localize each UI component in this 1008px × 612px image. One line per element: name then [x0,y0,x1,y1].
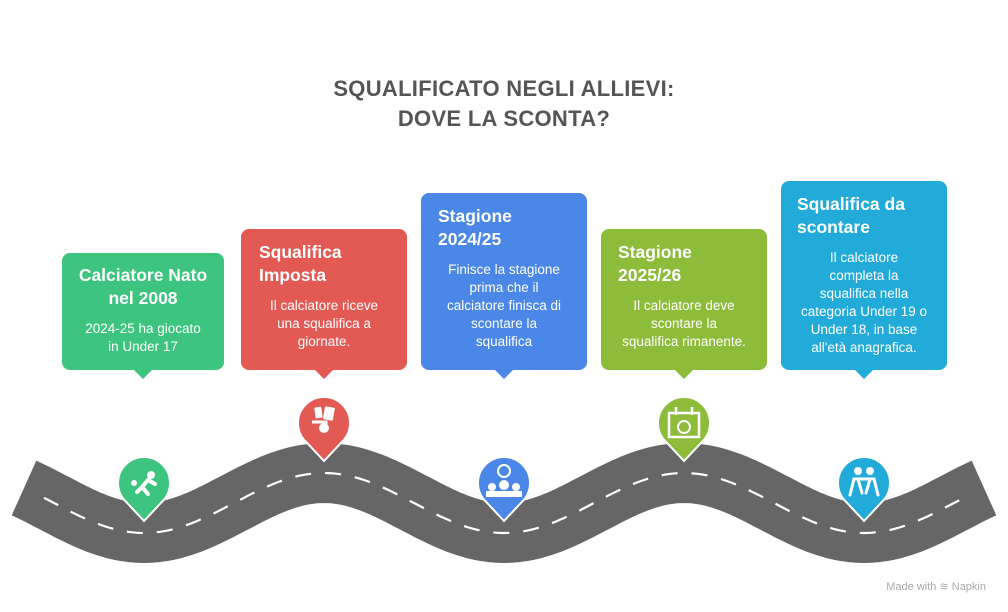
step-body: Il calciatore riceve una squalifica a gi… [241,297,407,351]
step-pin [477,456,531,523]
step-card-born-2008: Calciatore Nato nel 2008 2024-25 ha gioc… [62,253,224,379]
step-body-line: Under 18, in base [810,322,918,337]
step-body: Il calciatore completa la squalifica nel… [781,249,947,357]
step-body-line: completa la [829,268,899,283]
step-body-line: scontare la [650,316,718,331]
step-title-line: nel 2008 [108,288,178,308]
step-pin [837,456,891,523]
step-card-suspension: Squalifica Imposta Il calciatore riceve … [241,229,407,379]
napkin-watermark: Made with ≋ Napkin [886,580,986,593]
step-body-line: Il calciatore [829,250,899,265]
step-body-line: squalifica nella [819,286,909,301]
step-title: Squalifica Imposta [241,241,407,287]
step-pin [657,396,711,463]
step-pin [117,456,171,523]
road-center-line [43,471,965,535]
kicking-player-icon [131,471,157,496]
step-body: Finisce la stagione prima che il calciat… [421,261,587,351]
step-card-season-2025-26: Stagione 2025/26 Il calciatore deve scon… [601,229,767,379]
made-with-text: Made with [886,581,937,593]
step-title: Stagione 2024/25 [421,205,587,251]
step-title-line: Stagione [618,242,692,262]
title-line: SQUALIFICATO NEGLI ALLIEVI: [333,76,675,101]
step-title-line: Squalifica da [797,194,905,214]
napkin-logo-icon: ≋ [939,581,949,593]
whistle-cards-icon [312,406,335,433]
step-title-line: Calciatore Nato [78,265,208,285]
step-body-line: Finisce la stagione [448,262,560,277]
step-card-remaining-suspension: Squalifica da scontare Il calciatore com… [781,181,947,379]
step-card-season-2024-25: Stagione 2024/25 Finisce la stagione pri… [421,193,587,379]
step-title: Stagione 2025/26 [601,241,767,287]
calendar-ball-icon [667,407,701,439]
step-pin [297,396,351,463]
step-body-line: categoria Under 19 o [800,304,928,319]
title-line: DOVE LA SCONTA? [397,106,611,131]
step-title-line: Stagione [438,206,512,226]
step-body-line: giornate. [297,334,351,349]
pin-marker [837,456,891,523]
team-ball-icon [486,464,522,497]
page-title: SQUALIFICATO NEGLI ALLIEVI: DOVE LA SCON… [0,74,1008,134]
step-body-line: squalifica [475,334,533,349]
step-title: Calciatore Nato nel 2008 [62,264,224,310]
step-body-line: calciatore finisca di [446,298,562,313]
step-body-line: all'età anagrafica. [811,340,917,355]
napkin-brand-text: Napkin [951,581,986,593]
step-title-line: Imposta [259,265,327,285]
step-body: Il calciatore deve scontare la squalific… [601,297,767,351]
step-body-line: prima che il [469,280,539,295]
step-body-line: Il calciatore riceve [269,298,379,313]
step-body-line: in Under 17 [108,339,178,354]
step-body-line: 2024-25 ha giocato [85,321,201,336]
step-body-line: squalifica rimanente. [622,334,746,349]
step-title: Squalifica da scontare [781,193,947,239]
step-body: 2024-25 ha giocato in Under 17 [62,320,224,356]
step-body-line: Il calciatore deve [633,298,735,313]
wrestlers-icon [848,467,880,497]
step-title-line: Squalifica [259,242,342,262]
step-body-line: scontare la [470,316,538,331]
step-title-line: 2025/26 [618,265,682,285]
step-title-line: 2024/25 [438,229,502,249]
step-title-line: scontare [797,217,870,237]
step-body-line: una squalifica a [277,316,371,331]
